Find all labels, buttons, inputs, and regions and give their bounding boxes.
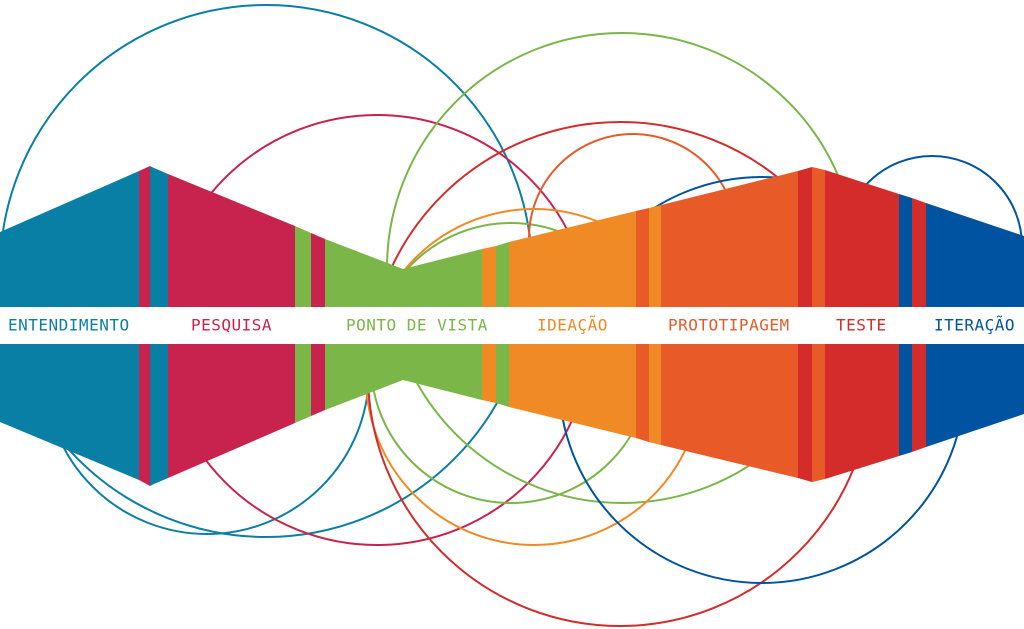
label-pesquisa: PESQUISA — [191, 316, 272, 335]
label-prototipagem: PROTOTIPAGEM — [668, 316, 790, 335]
label-band — [0, 307, 1024, 344]
stage-labels: ENTENDIMENTO PESQUISA PONTO DE VISTA IDE… — [8, 316, 1015, 335]
label-teste: TESTE — [836, 316, 887, 335]
label-iteracao: ITERAÇÃO — [934, 316, 1015, 335]
label-entendimento: ENTENDIMENTO — [8, 316, 130, 335]
label-ideacao: IDEAÇÃO — [537, 316, 608, 335]
label-ponto-de-vista: PONTO DE VISTA — [346, 316, 488, 335]
